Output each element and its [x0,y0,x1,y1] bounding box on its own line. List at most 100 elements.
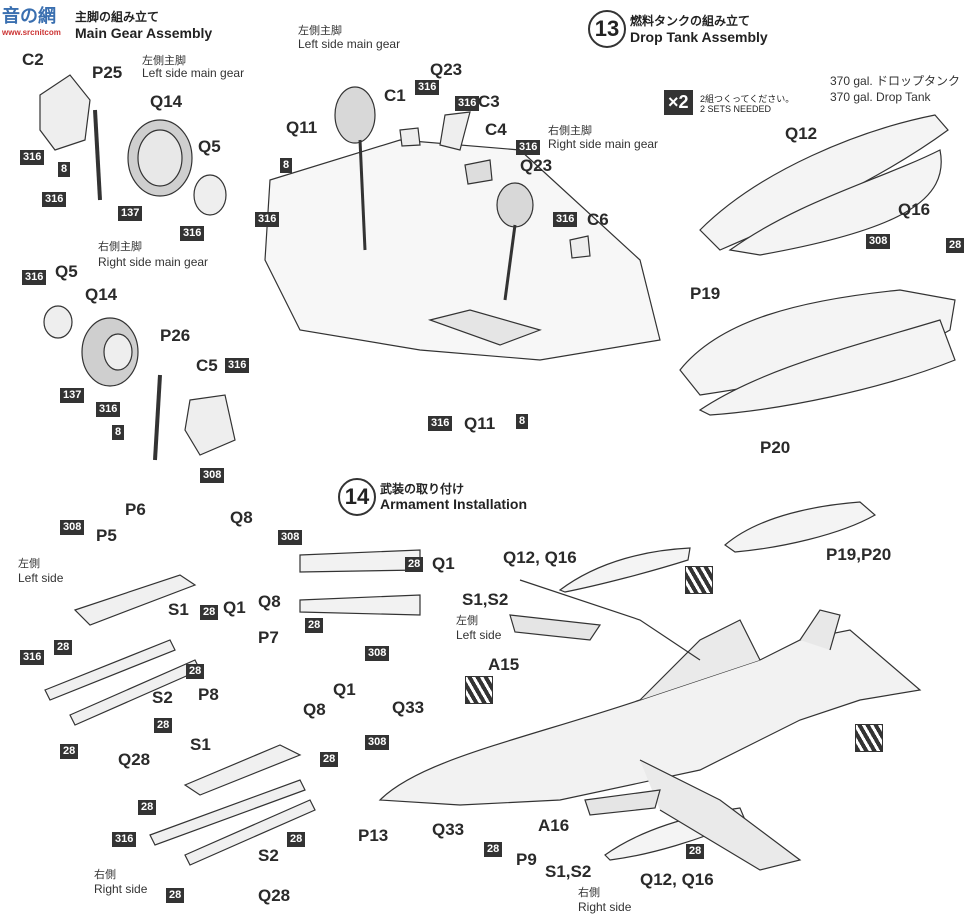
part-Q5: Q5 [198,137,221,156]
color-8-badge: 8 [112,425,125,440]
right-main-jp: 右側主脚 [548,125,592,137]
color-28-badge: 28 [946,238,965,253]
color-316-badge: 316 [428,416,453,431]
color-8-badge: 8 [280,158,293,173]
color-8-badge: 8 [516,414,529,429]
left-main-jp: 左側主脚 [298,25,342,37]
part-Q16: Q16 [898,200,931,219]
part-P5: P5 [96,526,117,545]
color-308-badge: 308 [866,234,891,249]
color-316-badge: 316 [415,80,440,95]
drop-tank-en: 370 gal. Drop Tank [830,90,931,104]
color-316-badge: 316 [96,402,121,417]
color-28-badge: 28 [166,888,185,903]
part-A16: A16 [538,816,570,835]
part-Q12: Q12 [785,124,818,143]
left-jp: 左側 [18,558,40,570]
part-Q8: Q8 [303,700,326,719]
color-137-badge: 137 [60,388,85,403]
part-Q33: Q33 [392,698,425,717]
hatch-detail-icon [465,676,493,704]
color-316-badge: 316 [553,212,578,227]
step14-title-jp: 武装の取り付け [380,482,465,496]
part-C5: C5 [196,356,218,375]
part-P19-P20: P19,P20 [826,545,892,564]
color-28-badge: 28 [305,618,324,633]
color-28-badge: 28 [54,640,73,655]
right-en: Right side [94,882,148,896]
part-Q23: Q23 [430,60,463,79]
part-S1: S1 [190,735,211,754]
left-en: Left side [456,628,502,642]
part-A15: A15 [488,655,520,674]
left-main-en: Left side main gear [142,66,245,80]
part-Q11: Q11 [286,118,318,137]
right-main-en: Right side main gear [548,137,659,151]
part-Q1: Q1 [432,554,455,573]
part-P20: P20 [760,438,791,457]
part-Q5: Q5 [55,262,78,281]
part-P9: P9 [516,850,537,869]
color-28-badge: 28 [320,752,339,767]
step12-title-jp: 主脚の組み立て [75,10,160,24]
color-316-badge: 316 [22,270,47,285]
step12-title-en: Main Gear Assembly [75,25,213,41]
hatch-detail-icon [855,724,883,752]
part-S2: S2 [152,688,173,707]
color-28-badge: 28 [287,832,306,847]
color-316-badge: 316 [225,358,250,373]
right-en: Right side [578,900,632,914]
part-S2: S2 [258,846,279,865]
step13-title-jp: 燃料タンクの組み立て [630,14,751,28]
two-sets-badge: ×2 [664,90,693,115]
part-Q12-Q16: Q12, Q16 [640,870,714,889]
two-sets-jp: 2組つくってください。 [700,94,795,104]
color-308-badge: 308 [365,735,390,750]
step14-number: 14 [338,478,376,516]
color-28-badge: 28 [200,605,219,620]
color-316-badge: 316 [455,96,480,111]
part-Q28: Q28 [258,886,291,905]
part-C6: C6 [587,210,609,229]
part-C1: C1 [384,86,406,105]
color-8-badge: 8 [58,162,71,177]
step13-number: 13 [588,10,626,48]
color-28-badge: 28 [60,744,79,759]
part-Q33: Q33 [432,820,465,839]
left-jp: 左側 [456,615,478,627]
color-308-badge: 308 [200,468,225,483]
color-28-badge: 28 [138,800,157,815]
color-28-badge: 28 [484,842,503,857]
color-316-badge: 316 [112,832,137,847]
color-28-badge: 28 [186,664,205,679]
color-28-badge: 28 [686,844,705,859]
part-P19: P19 [690,284,721,303]
left-main-jp: 左側主脚 [142,55,186,67]
part-P26: P26 [160,326,191,345]
part-Q14: Q14 [150,92,183,111]
part-S1-S2: S1,S2 [545,862,592,881]
right-jp: 右側 [578,887,600,899]
right-jp: 右側 [94,869,116,881]
part-Q11: Q11 [464,414,496,433]
part-Q8: Q8 [258,592,281,611]
part-Q12-Q16: Q12, Q16 [503,548,577,567]
part-P8: P8 [198,685,219,704]
step13-title-en: Drop Tank Assembly [630,29,768,45]
part-S1: S1 [168,600,189,619]
color-316-badge: 316 [42,192,67,207]
part-Q23: Q23 [520,156,553,175]
color-308-badge: 308 [60,520,85,535]
part-Q8: Q8 [230,508,253,527]
left-main-en: Left side main gear [298,37,401,51]
color-308-badge: 308 [278,530,303,545]
color-316-badge: 316 [20,650,45,665]
part-Q1: Q1 [223,598,246,617]
color-137-badge: 137 [118,206,143,221]
part-Q1: Q1 [333,680,356,699]
right-main-jp: 右側主脚 [98,241,142,253]
hatch-detail-icon [685,566,713,594]
color-316-badge: 316 [180,226,205,241]
